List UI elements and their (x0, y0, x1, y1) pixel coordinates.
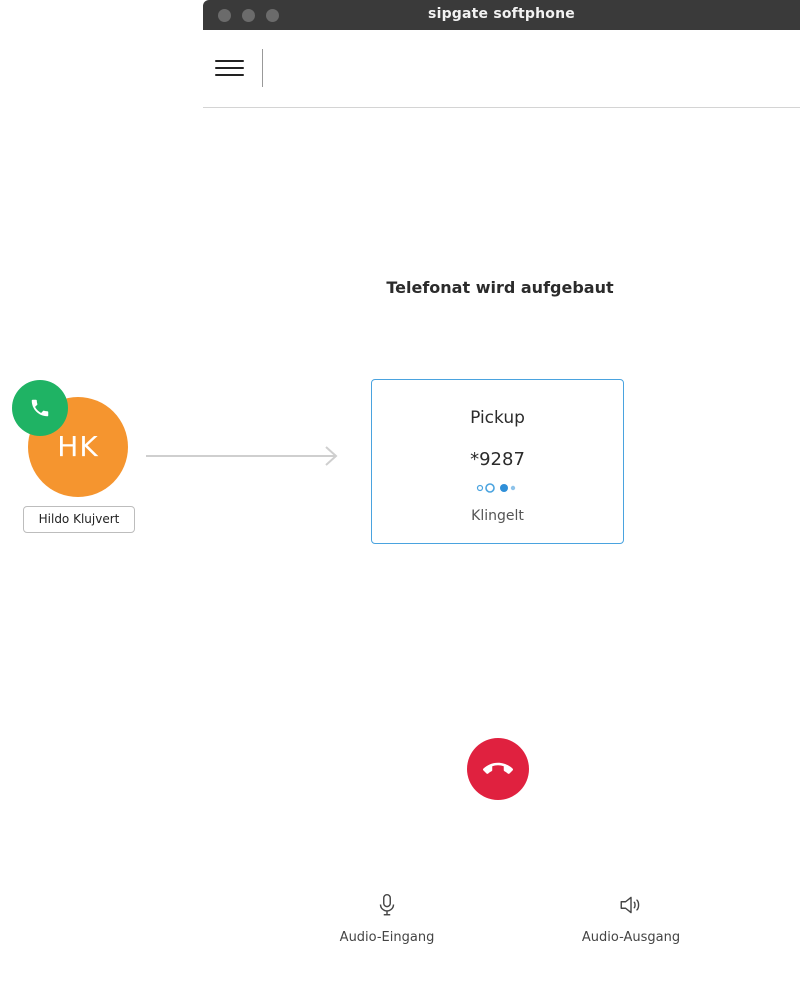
pickup-target-card[interactable]: Pickup *9287 Klingelt (371, 379, 624, 544)
arrow-right-icon (146, 446, 338, 466)
caller-name-label: Hildo Klujvert (23, 506, 135, 533)
hangup-button[interactable] (467, 738, 529, 800)
pickup-state: Klingelt (471, 508, 524, 524)
pickup-title: Pickup (470, 408, 525, 428)
audio-input-button[interactable]: Audio-Eingang (317, 892, 457, 945)
hangup-phone-icon (483, 762, 513, 774)
audio-output-label: Audio-Ausgang (581, 930, 681, 945)
ringing-indicator-icon (476, 483, 516, 493)
hamburger-menu-icon[interactable] (213, 54, 247, 82)
window-minimize-control[interactable] (242, 9, 255, 22)
microphone-icon (379, 894, 395, 916)
window-zoom-control[interactable] (266, 9, 279, 22)
window-titlebar: sipgate softphone (203, 0, 800, 30)
call-status-heading: Telefonat wird aufgebaut (386, 278, 614, 297)
speaker-icon (620, 896, 640, 914)
window-close-control[interactable] (218, 9, 231, 22)
audio-output-button[interactable]: Audio-Ausgang (561, 892, 701, 945)
audio-input-label: Audio-Eingang (339, 930, 435, 945)
window-title: sipgate softphone (428, 6, 575, 22)
phone-icon (12, 380, 68, 436)
toolbar-divider (262, 49, 263, 87)
pickup-number: *9287 (470, 449, 525, 470)
toolbar (203, 30, 800, 108)
